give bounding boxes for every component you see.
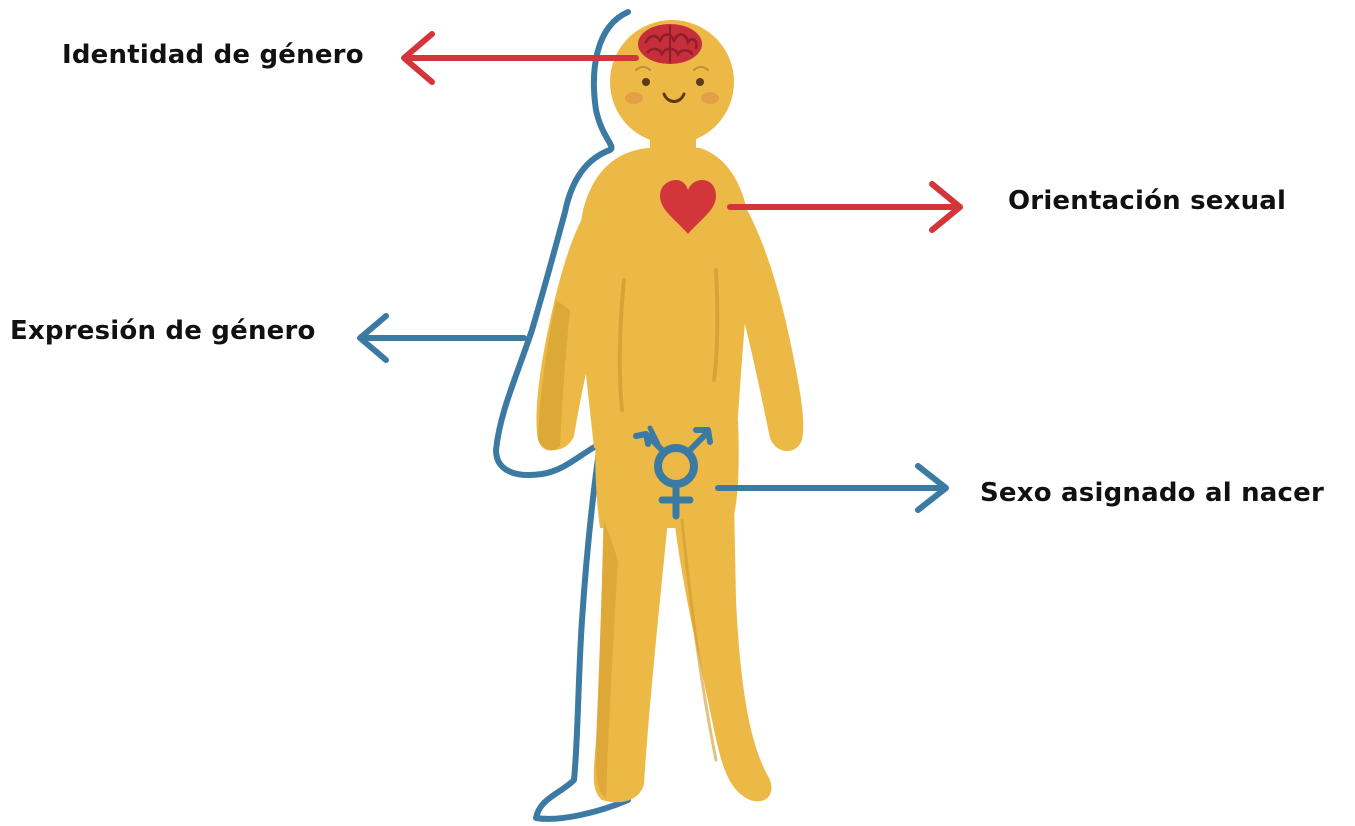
right-leg [672, 500, 771, 801]
label-gender-identity: Identidad de género [62, 40, 364, 70]
right-eye [696, 78, 704, 86]
left-eye [642, 78, 650, 86]
label-assigned-sex: Sexo asignado al nacer [980, 478, 1324, 508]
brain-icon [638, 24, 702, 64]
arrow-expression [360, 316, 524, 360]
arrow-sex [718, 466, 946, 510]
arrow-orientation [730, 184, 960, 230]
left-cheek [625, 92, 643, 104]
label-gender-expression: Expresión de género [10, 316, 316, 346]
label-sexual-orientation: Orientación sexual [1008, 186, 1286, 216]
right-cheek [701, 92, 719, 104]
